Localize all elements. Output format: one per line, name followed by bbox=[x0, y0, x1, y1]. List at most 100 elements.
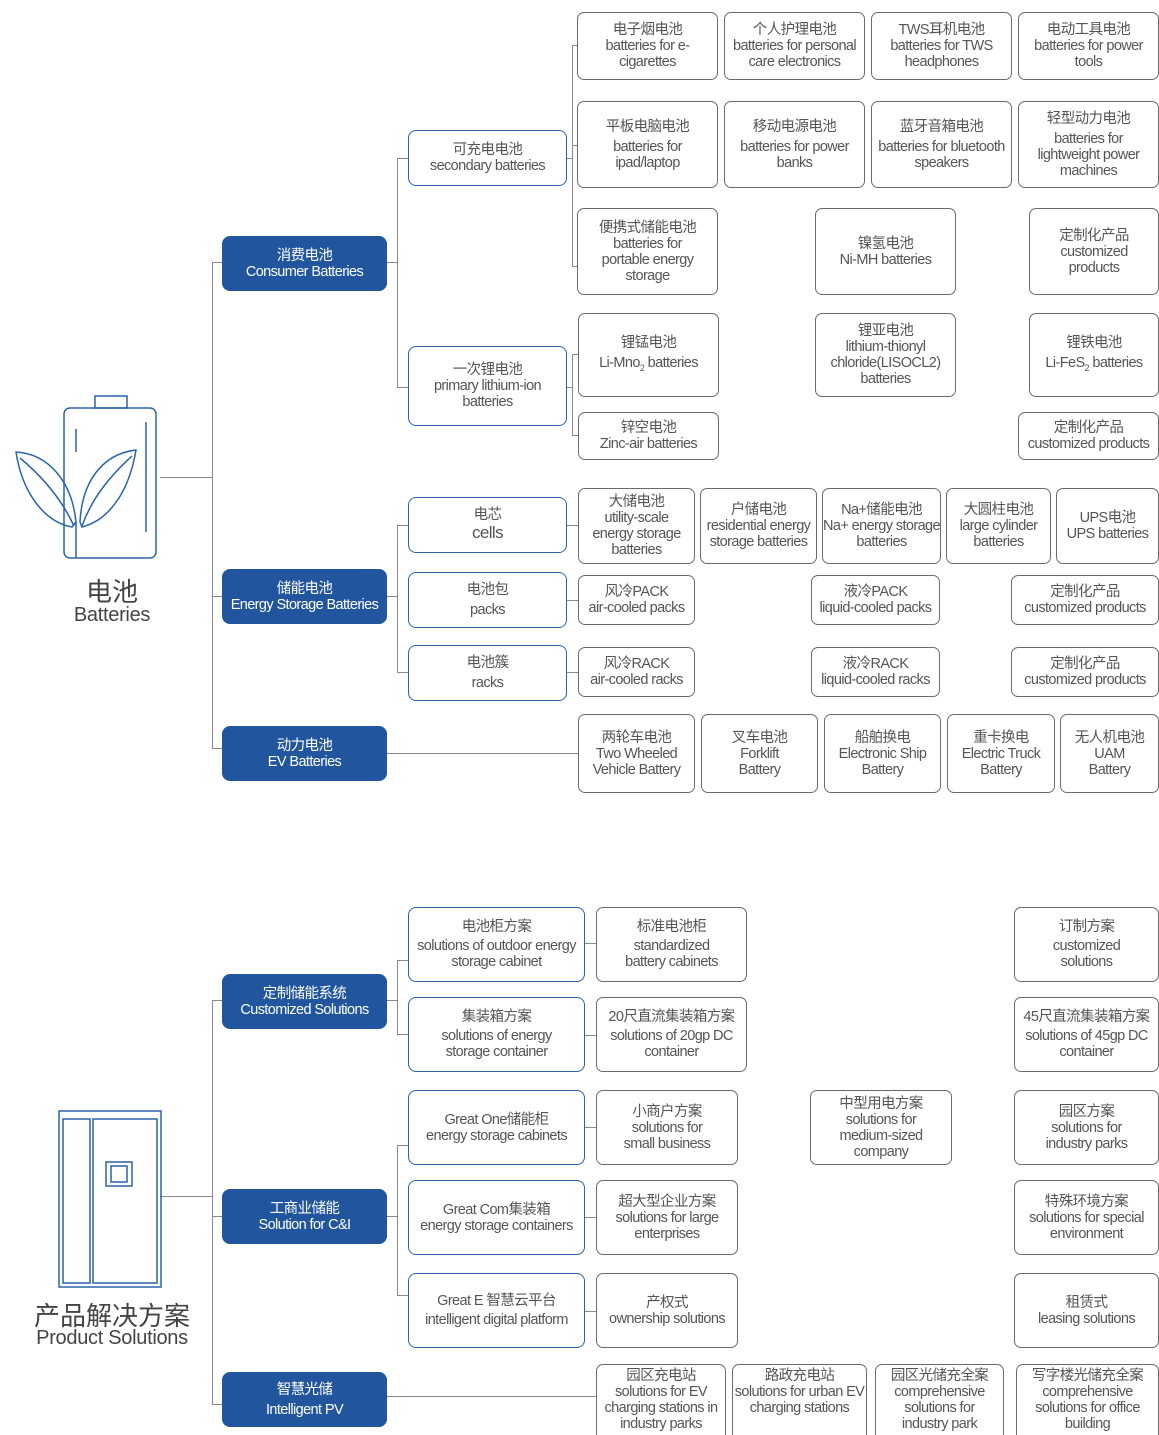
node-zh: 工商业储能 bbox=[269, 1200, 340, 1217]
45gp-dc-container[interactable]: 45尺直流集装箱方案 solutions of 45gp DC containe… bbox=[1014, 997, 1159, 1072]
connector bbox=[212, 1216, 222, 1217]
node-en: batteries for personal care electronics bbox=[732, 38, 857, 70]
utility-scale-batteries[interactable]: 大储电池 utility-scale energy storage batter… bbox=[578, 488, 695, 564]
node-zh: 便携式储能电池 bbox=[598, 219, 697, 236]
secondary-batteries-node[interactable]: 可充电电池 secondary batteries bbox=[408, 130, 567, 186]
tablet-batteries[interactable]: 平板电脑电池 batteries for ipad/laptop bbox=[577, 101, 718, 188]
great-e-platform-node[interactable]: Great E 智慧云平台 intelligent digital platfo… bbox=[408, 1273, 585, 1348]
industry-park-solution[interactable]: 园区方案 solutions for industry parks bbox=[1014, 1090, 1159, 1165]
standardized-battery-cabinets[interactable]: 标准电池柜 standardized battery cabinets bbox=[596, 907, 747, 982]
node-zh: 20尺直流集装箱方案 bbox=[608, 1009, 735, 1025]
connector bbox=[585, 1217, 596, 1218]
node-en: solutions for medium-sized company bbox=[839, 1111, 923, 1160]
connector bbox=[585, 1311, 596, 1312]
leasing-solution[interactable]: 租赁式 leasing solutions bbox=[1014, 1273, 1159, 1348]
node-zh: 个人护理电池 bbox=[752, 22, 837, 38]
special-environment-solution[interactable]: 特殊环境方案 solutions for special environment bbox=[1014, 1180, 1159, 1255]
node-en: energy storage containers bbox=[420, 1217, 573, 1234]
lisocl2-batteries[interactable]: 锂亚电池 lithium-thionyl chloride(LISOCL2) b… bbox=[815, 313, 956, 397]
node-zh: 特殊环境方案 bbox=[1044, 1193, 1129, 1210]
uam-battery[interactable]: 无人机电池 UAM Battery bbox=[1060, 714, 1159, 793]
urban-ev-charging-solution[interactable]: 路政充电站 solutions for urban EV charging st… bbox=[732, 1364, 867, 1435]
ownership-solution[interactable]: 产权式 ownership solutions bbox=[596, 1273, 738, 1348]
limno2-batteries[interactable]: 锂锰电池 Li-Mno2 batteries bbox=[578, 313, 719, 397]
node-zh: 无人机电池 bbox=[1074, 729, 1145, 746]
node-en: customized products bbox=[1060, 243, 1128, 276]
ci-solutions-node[interactable]: 工商业储能 Solution for C&I bbox=[222, 1189, 387, 1244]
electric-truck-battery[interactable]: 重卡换电 Electric Truck Battery bbox=[947, 714, 1055, 793]
node-zh: 定制化产品 bbox=[1050, 656, 1120, 672]
liquid-cooled-packs[interactable]: 液冷PACK liquid-cooled packs bbox=[811, 575, 940, 625]
formula-prefix: Li-FeS bbox=[1045, 354, 1085, 371]
zinc-air-batteries[interactable]: 锌空电池 Zinc-air batteries bbox=[578, 412, 719, 460]
ecig-batteries[interactable]: 电子烟电池 batteries for e-cigarettes bbox=[577, 12, 718, 80]
cells-node[interactable]: 电芯 cells bbox=[408, 497, 567, 553]
node-zh: Great One储能柜 bbox=[444, 1111, 550, 1128]
node-en: solutions for urban EV charging stations bbox=[734, 1384, 865, 1416]
lightweight-power-batteries[interactable]: 轻型动力电池 batteries for lightweight power m… bbox=[1018, 101, 1159, 188]
node-zh: 储能电池 bbox=[276, 580, 333, 597]
customized-products[interactable]: 定制化产品 customized products bbox=[1011, 575, 1159, 625]
node-zh: 写字楼光储充全案 bbox=[1031, 1368, 1144, 1384]
small-business-solution[interactable]: 小商户方案 solutions for small business bbox=[596, 1090, 738, 1165]
medium-company-solution[interactable]: 中型用电方案 solutions for medium-sized compan… bbox=[810, 1090, 952, 1165]
lifes2-batteries[interactable]: 锂铁电池 Li-FeS2 batteries bbox=[1029, 313, 1159, 397]
node-en: batteries for lightweight power machines bbox=[1037, 130, 1140, 179]
nimh-batteries[interactable]: 镍氢电池 Ni-MH batteries bbox=[815, 208, 956, 295]
intelligent-pv-node[interactable]: 智慧光储 Intelligent PV bbox=[222, 1372, 387, 1427]
two-wheeled-battery[interactable]: 两轮车电池 Two Wheeled Vehicle Battery bbox=[578, 714, 695, 793]
node-zh: 风冷RACK bbox=[603, 656, 670, 672]
racks-node[interactable]: 电池簇 racks bbox=[408, 645, 567, 701]
node-en: lithium-thionyl chloride(LISOCL2) batter… bbox=[830, 339, 941, 387]
customized-solutions-node[interactable]: 定制储能系统 Customized Solutions bbox=[222, 974, 387, 1029]
bluetooth-speaker-batteries[interactable]: 蓝牙音箱电池 batteries for bluetooth speakers bbox=[871, 101, 1012, 188]
electronic-ship-battery[interactable]: 船舶换电 Electronic Ship Battery bbox=[824, 714, 941, 793]
node-en: batteries for power banks bbox=[740, 138, 849, 171]
packs-node[interactable]: 电池包 packs bbox=[408, 572, 567, 628]
node-en: Energy Storage Batteries bbox=[230, 596, 379, 613]
portable-storage-batteries[interactable]: 便携式储能电池 batteries for portable energy st… bbox=[577, 208, 718, 295]
node-zh: 租赁式 bbox=[1065, 1294, 1108, 1311]
node-en: batteries for power tools bbox=[1034, 38, 1143, 70]
residential-storage-batteries[interactable]: 户储电池 residential energy storage batterie… bbox=[700, 488, 817, 564]
node-en: packs bbox=[470, 602, 505, 618]
air-cooled-racks[interactable]: 风冷RACK air-cooled racks bbox=[578, 647, 695, 697]
primary-lithium-node[interactable]: 一次锂电池 primary lithium-ion batteries bbox=[408, 346, 567, 426]
liquid-cooled-racks[interactable]: 液冷RACK liquid-cooled racks bbox=[811, 647, 940, 697]
tws-batteries[interactable]: TWS耳机电池 batteries for TWS headphones bbox=[871, 12, 1012, 80]
connector bbox=[397, 1034, 408, 1035]
connector bbox=[387, 1396, 596, 1397]
personal-care-batteries[interactable]: 个人护理电池 batteries for personal care elect… bbox=[724, 12, 865, 80]
forklift-battery[interactable]: 叉车电池 Forklift Battery bbox=[701, 714, 818, 793]
power-tools-batteries[interactable]: 电动工具电池 batteries for power tools bbox=[1018, 12, 1159, 80]
power-bank-batteries[interactable]: 移动电源电池 batteries for power banks bbox=[724, 101, 865, 188]
connector bbox=[572, 45, 573, 267]
park-pv-storage-solution[interactable]: 园区光储充全案 comprehensive solutions for indu… bbox=[875, 1364, 1004, 1435]
sodium-storage-batteries[interactable]: Na+储能电池 Na+ energy storage batteries bbox=[822, 488, 941, 564]
park-ev-charging-solution[interactable]: 园区充电站 solutions for EV charging stations… bbox=[596, 1364, 726, 1435]
air-cooled-packs[interactable]: 风冷PACK air-cooled packs bbox=[578, 575, 695, 625]
consumer-batteries-node[interactable]: 消费电池 Consumer Batteries bbox=[222, 236, 387, 291]
office-pv-storage-solution[interactable]: 写字楼光储充全案 comprehensive solutions for off… bbox=[1016, 1364, 1159, 1435]
outdoor-cabinet-solution-node[interactable]: 电池柜方案 solutions of outdoor energy storag… bbox=[408, 907, 585, 982]
connector bbox=[567, 672, 578, 673]
node-en: racks bbox=[471, 675, 504, 691]
ups-batteries[interactable]: UPS电池 UPS batteries bbox=[1056, 488, 1159, 564]
ev-batteries-node[interactable]: 动力电池 EV Batteries bbox=[222, 726, 387, 781]
large-enterprise-solution[interactable]: 超大型企业方案 solutions for large enterprises bbox=[596, 1180, 738, 1255]
large-cylinder-batteries[interactable]: 大圆柱电池 large cylinder batteries bbox=[946, 488, 1051, 564]
node-en: leasing solutions bbox=[1037, 1310, 1136, 1327]
customized-products[interactable]: 定制化产品 customized products bbox=[1018, 412, 1159, 460]
great-one-cabinet-node[interactable]: Great One储能柜 energy storage cabinets bbox=[408, 1090, 585, 1165]
node-zh: 园区充电站 bbox=[626, 1368, 696, 1384]
20gp-dc-container[interactable]: 20尺直流集装箱方案 solutions of 20gp DC containe… bbox=[596, 997, 747, 1072]
customized-products[interactable]: 定制化产品 customized products bbox=[1029, 208, 1159, 295]
customized-solutions-leaf[interactable]: 订制方案 customized solutions bbox=[1014, 907, 1159, 982]
node-en: ownership solutions bbox=[609, 1310, 726, 1327]
node-en: solutions of 20gp DC container bbox=[610, 1028, 733, 1060]
energy-container-solution-node[interactable]: 集装箱方案 solutions of energy storage contai… bbox=[408, 997, 585, 1072]
great-com-container-node[interactable]: Great Com集装箱 energy storage containers bbox=[408, 1180, 585, 1255]
customized-products[interactable]: 定制化产品 customized products bbox=[1011, 647, 1159, 697]
energy-storage-batteries-node[interactable]: 储能电池 Energy Storage Batteries bbox=[222, 569, 387, 624]
node-zh: 集装箱方案 bbox=[461, 1009, 532, 1025]
